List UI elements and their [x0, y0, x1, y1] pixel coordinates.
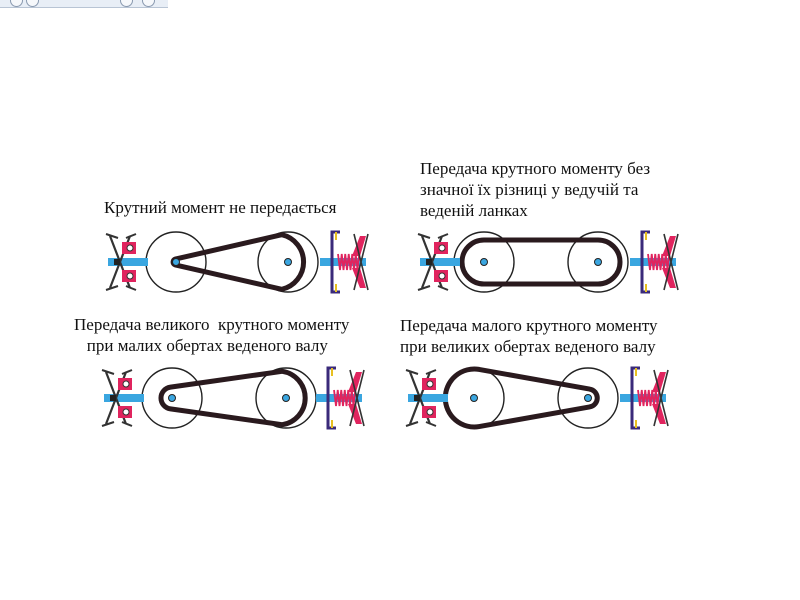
shaft-nut [110, 395, 116, 401]
flyweight-lever [405, 421, 437, 427]
spring-coil [333, 389, 357, 407]
scheme-low-torque [405, 366, 669, 430]
flyweight-lever [105, 285, 137, 291]
scheme-equal-torque [417, 230, 679, 294]
left-shaft [108, 258, 148, 266]
flyweight-lever [417, 285, 449, 291]
driven-pulley [557, 367, 619, 429]
caption-equal-torque: Передача крутного моменту без значної їх… [420, 159, 651, 220]
spring-lever [353, 233, 369, 291]
shaft-nut [426, 259, 432, 265]
pulley-hub [480, 258, 488, 266]
v-belt [442, 366, 600, 430]
flyweight-lever [105, 233, 137, 239]
caption-low-torque: Передача малого крутного моменту при вел… [400, 316, 658, 356]
pulley-hub [584, 394, 592, 402]
spring-lever [349, 369, 365, 427]
left-shaft [408, 394, 448, 402]
cone-plate [348, 404, 362, 424]
v-belt [158, 368, 308, 428]
flyweight-pin [438, 272, 446, 280]
pulley-hub [284, 258, 292, 266]
flyweight-pin [438, 244, 446, 252]
pulley-hub [168, 394, 176, 402]
flyweight-pin [122, 380, 130, 388]
shaft-nut [414, 395, 420, 401]
cone-plate [662, 236, 676, 256]
flyweight-pin [426, 380, 434, 388]
shaft-nut [114, 259, 120, 265]
flyweight-pin [126, 244, 134, 252]
pulley-hub [470, 394, 478, 402]
pulley-hub [282, 394, 290, 402]
spring-coil [647, 253, 671, 271]
driven-pulley [257, 231, 319, 293]
cone-plate [352, 236, 366, 256]
caption-no-torque: Крутний момент не передається [104, 198, 337, 217]
flyweight-lever [101, 421, 133, 427]
flyweight-pin [126, 272, 134, 280]
cone-plate [348, 372, 362, 392]
cone-plate [662, 268, 676, 288]
scheme-high-torque [101, 366, 365, 430]
flyweight-pin [426, 408, 434, 416]
flyweight-lever [417, 233, 449, 239]
flyweight-pin [122, 408, 130, 416]
cone-plate [652, 372, 666, 392]
flyweight-lever [405, 369, 437, 375]
scheme-no-torque [105, 230, 369, 294]
caption-high-torque: Передача великого крутного моменту при м… [74, 315, 350, 355]
v-belt [459, 237, 623, 287]
left-shaft [104, 394, 144, 402]
left-shaft [420, 258, 460, 266]
spring-lever [663, 233, 679, 291]
pulley-hub [172, 258, 180, 266]
pulley-hub [594, 258, 602, 266]
spring-coil [637, 389, 661, 407]
window-toolbar-strip [0, 0, 168, 8]
flyweight-lever [101, 369, 133, 375]
cone-plate [352, 268, 366, 288]
cone-plate [652, 404, 666, 424]
spring-lever [653, 369, 669, 427]
spring-coil [337, 253, 361, 271]
driven-pulley [567, 231, 629, 293]
